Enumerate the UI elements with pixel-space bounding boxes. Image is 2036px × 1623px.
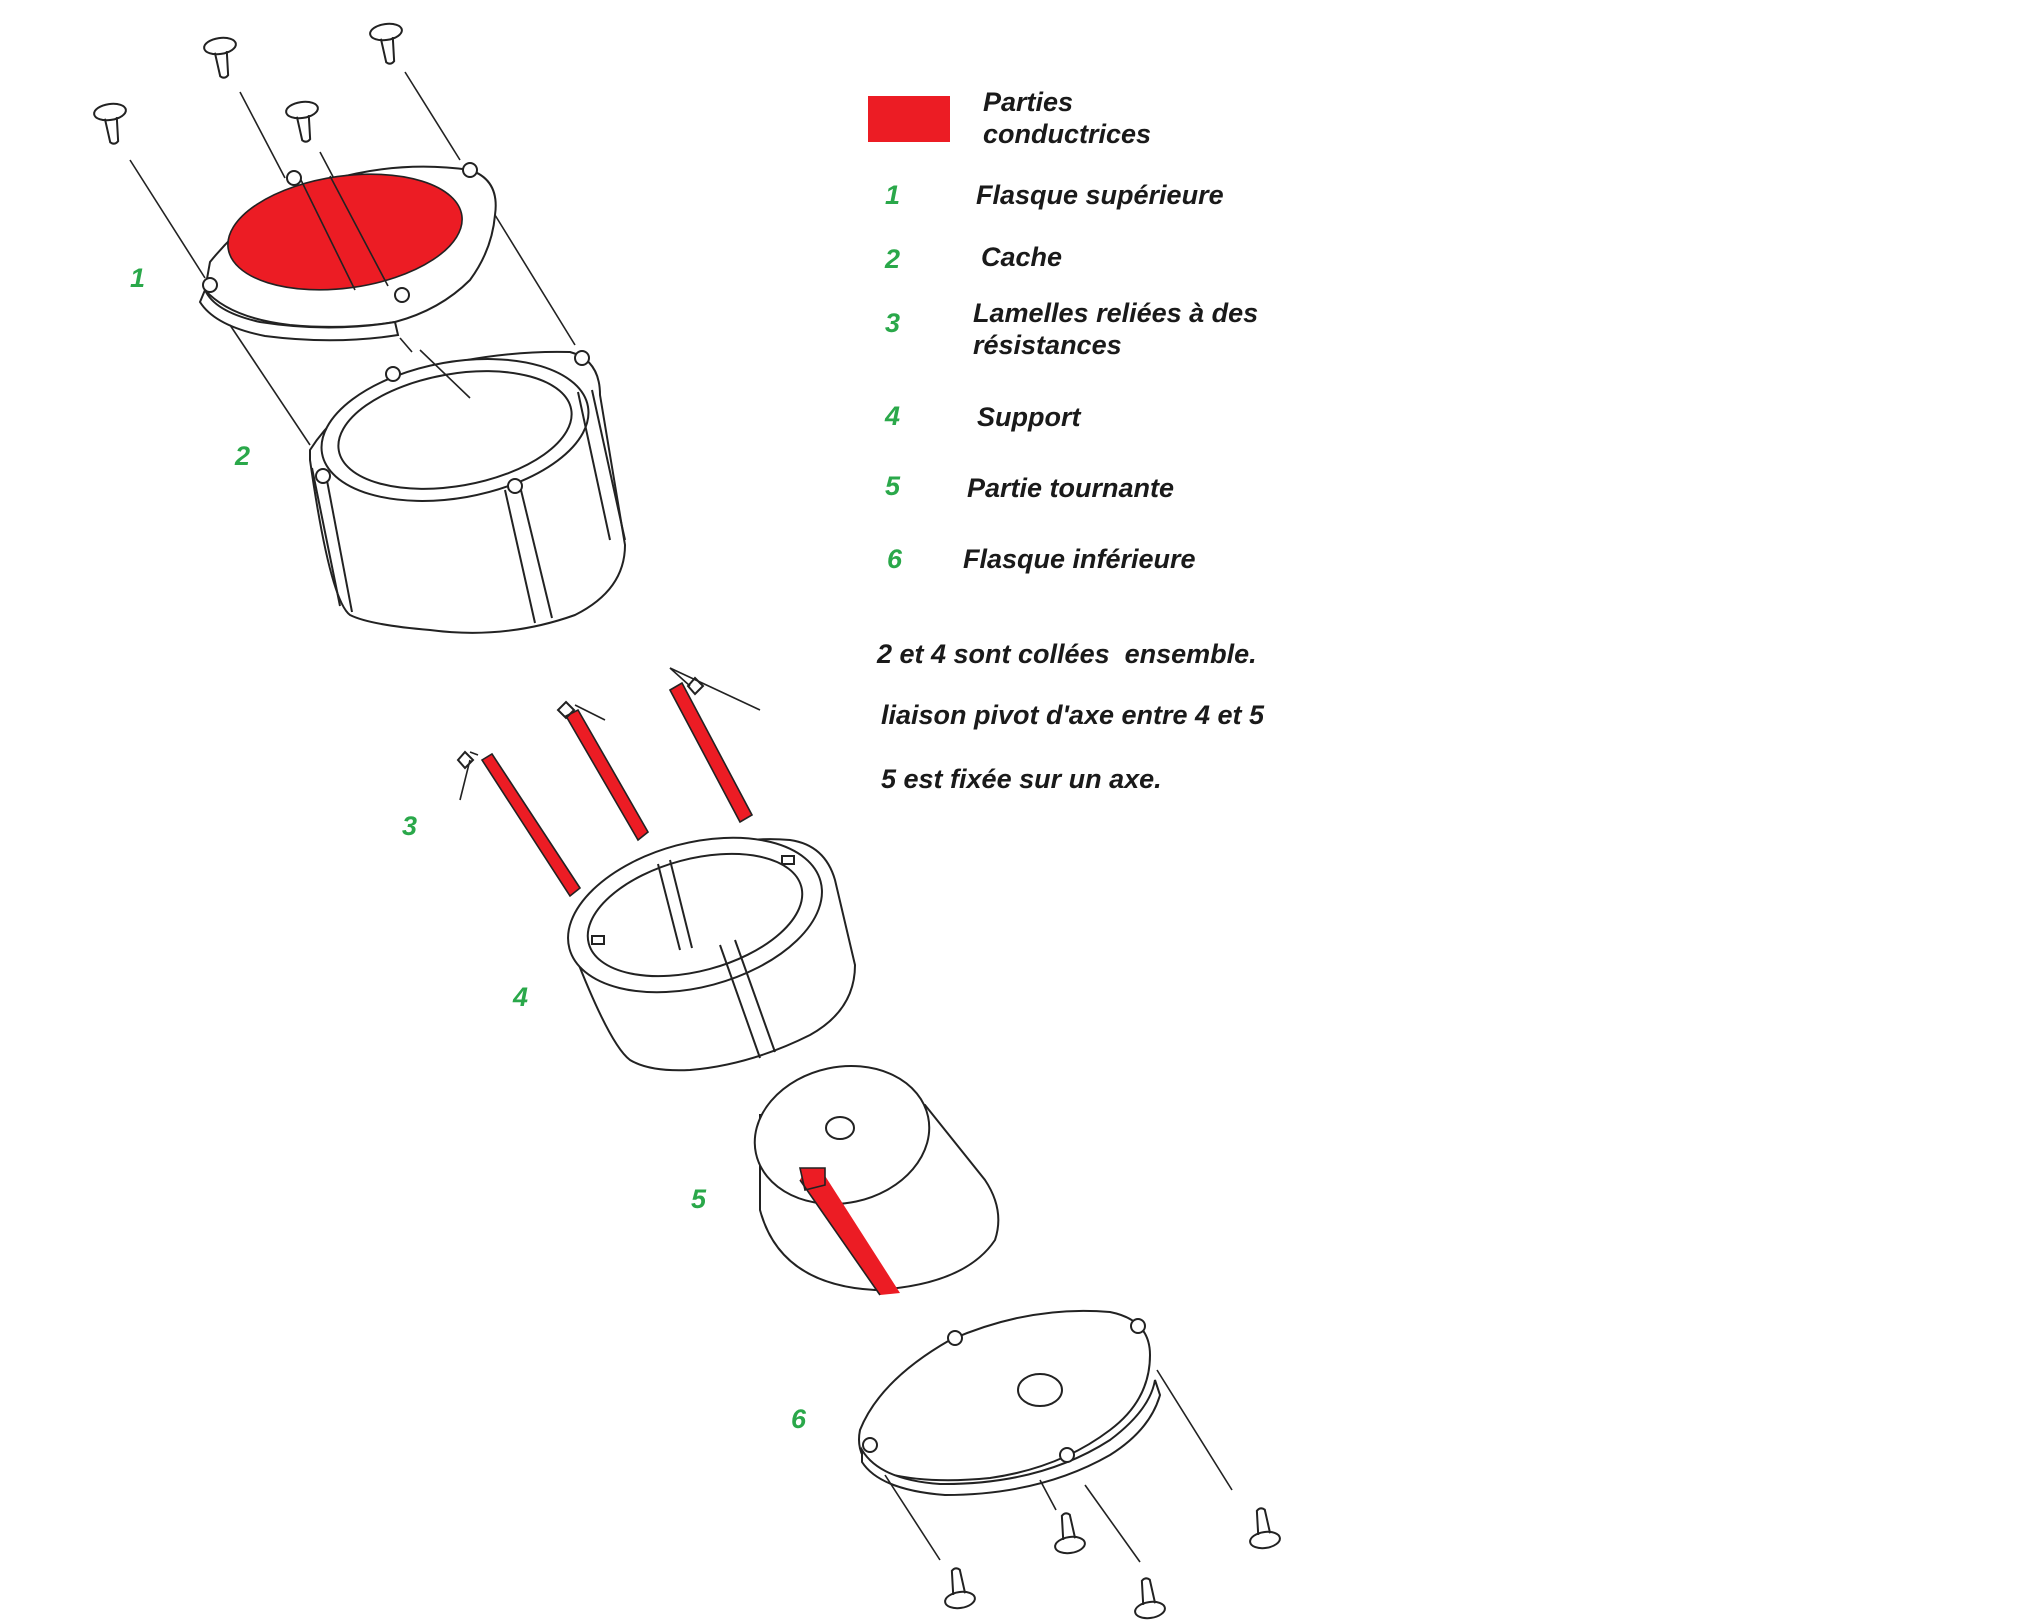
screw-b2 bbox=[1054, 1512, 1086, 1555]
part-label-6: 6 bbox=[791, 1404, 807, 1434]
part-label-5: 5 bbox=[691, 1184, 707, 1214]
screw-b3 bbox=[1134, 1577, 1166, 1620]
note-2: liaison pivot d'axe entre 4 et 5 bbox=[881, 700, 1265, 730]
part-6-lower-flange bbox=[858, 1309, 1233, 1563]
part-label-1: 1 bbox=[130, 263, 145, 293]
legend-num-5: 5 bbox=[885, 471, 901, 501]
top-screws bbox=[93, 22, 461, 279]
part-label-3: 3 bbox=[402, 811, 417, 841]
screw-b1 bbox=[944, 1567, 976, 1610]
legend-label-2: Cache bbox=[981, 242, 1062, 272]
screw-4 bbox=[369, 22, 403, 65]
strip-1 bbox=[456, 750, 582, 898]
part-label-2: 2 bbox=[234, 441, 250, 471]
strip-2 bbox=[556, 700, 650, 842]
conductive-swatch bbox=[868, 96, 950, 142]
legend-num-2: 2 bbox=[884, 244, 900, 274]
notes: 2 et 4 sont collées ensemble. liaison pi… bbox=[876, 639, 1265, 794]
strip-3 bbox=[668, 667, 761, 824]
legend-num-3: 3 bbox=[885, 308, 900, 338]
note-3: 5 est fixée sur un axe. bbox=[881, 764, 1162, 794]
legend-label-5: Partie tournante bbox=[967, 473, 1174, 503]
legend-label-6: Flasque inférieure bbox=[963, 544, 1196, 574]
screw-2 bbox=[203, 36, 237, 79]
swatch-label-line1: Parties bbox=[983, 87, 1073, 117]
screw-b4 bbox=[1249, 1507, 1281, 1550]
screw-1 bbox=[93, 102, 127, 145]
legend-label-1: Flasque supérieure bbox=[976, 180, 1224, 210]
legend-num-6: 6 bbox=[887, 544, 903, 574]
legend-num-4: 4 bbox=[884, 401, 900, 431]
part-2-cover bbox=[309, 349, 627, 634]
part-5-rotor bbox=[753, 1065, 1000, 1296]
legend: Parties conductrices 1 Flasque supérieur… bbox=[868, 87, 1258, 574]
part-3-strips bbox=[456, 667, 761, 898]
swatch-label-line2: conductrices bbox=[983, 119, 1151, 149]
note-1: 2 et 4 sont collées ensemble. bbox=[876, 639, 1257, 669]
legend-label-3b: résistances bbox=[973, 330, 1122, 360]
legend-num-1: 1 bbox=[885, 180, 900, 210]
screw-3 bbox=[285, 100, 319, 143]
part-number-labels: 1 2 3 4 5 6 bbox=[130, 263, 807, 1434]
legend-label-3: Lamelles reliées à des bbox=[973, 298, 1258, 328]
part-label-4: 4 bbox=[512, 982, 528, 1012]
legend-label-4: Support bbox=[977, 402, 1081, 432]
part-4-support bbox=[567, 836, 857, 1072]
bottom-screws bbox=[944, 1507, 1281, 1620]
part-1-upper-flange bbox=[198, 162, 576, 446]
